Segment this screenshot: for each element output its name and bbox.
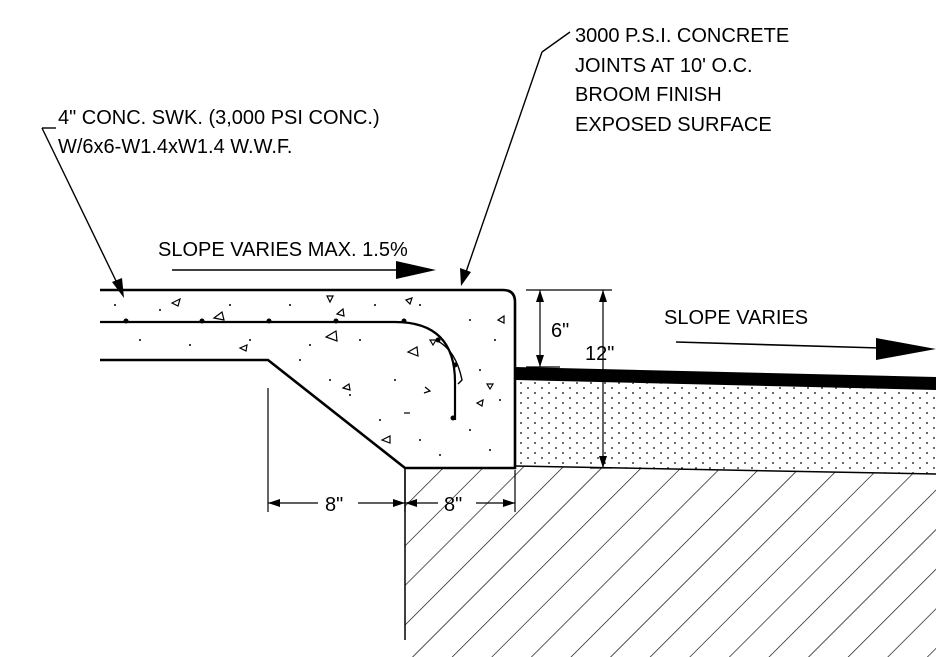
leader-sidewalk-note [41, 127, 124, 298]
note-concrete: 3000 P.S.I. CONCRETE JOINTS AT 10' O.C. … [575, 25, 789, 136]
horizontal-dimensions [267, 388, 516, 512]
note-concrete-line1: 3000 P.S.I. CONCRETE [575, 25, 789, 47]
slope-arrow-right [675, 338, 936, 360]
dim-thickened-edge-width: 8" [325, 494, 343, 516]
concrete-curb-sidewalk [100, 288, 517, 470]
dim-total-depth: 12" [585, 343, 614, 365]
slope-label-right: SLOPE VARIES [664, 307, 808, 329]
note-concrete-line4: EXPOSED SURFACE [575, 114, 772, 136]
slope-arrow-left [172, 261, 436, 279]
leader-concrete-note [460, 31, 571, 286]
subgrade-earth [404, 466, 936, 657]
note-concrete-line3: BROOM FINISH [575, 84, 722, 106]
note-sidewalk-line2: W/6x6-W1.4xW1.4 W.W.F. [58, 136, 292, 158]
note-concrete-line2: JOINTS AT 10' O.C. [575, 55, 753, 77]
asphalt-pavement [515, 367, 936, 390]
dim-curb-height: 6" [551, 320, 569, 342]
slope-label-left: SLOPE VARIES MAX. 1.5% [158, 239, 408, 261]
vertical-dimensions [526, 289, 612, 469]
dim-curb-width: 8" [444, 494, 462, 516]
note-sidewalk-line1: 4" CONC. SWK. (3,000 PSI CONC.) [58, 107, 380, 129]
base-course [514, 380, 936, 475]
note-sidewalk: 4" CONC. SWK. (3,000 PSI CONC.) W/6x6-W1… [58, 107, 380, 158]
